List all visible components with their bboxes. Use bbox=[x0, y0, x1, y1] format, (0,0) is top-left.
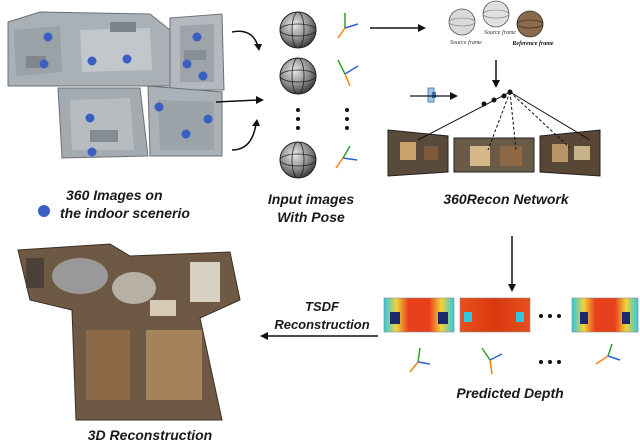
input-images-line1: Input images bbox=[267, 191, 355, 207]
network-frame-left bbox=[387, 129, 449, 177]
tsdf-line2: Reconstruction bbox=[274, 317, 370, 332]
reference-frame-thumb bbox=[516, 10, 544, 38]
scene-caption-line2: the indoor scenerio bbox=[60, 205, 190, 221]
floor-plan-pointcloud bbox=[7, 11, 225, 159]
input-images-caption: Input images With Pose bbox=[250, 190, 372, 226]
tsdf-line1: TSDF bbox=[305, 299, 339, 314]
camera-marker bbox=[154, 102, 164, 112]
source-frame-label-2: Source frame bbox=[484, 30, 516, 36]
input-sphere bbox=[279, 57, 317, 95]
ellipsis-dots bbox=[296, 108, 349, 130]
camera-marker bbox=[122, 54, 132, 64]
camera-marker bbox=[87, 147, 97, 157]
depth-map bbox=[571, 297, 639, 333]
camera-marker bbox=[87, 56, 97, 66]
network-rays bbox=[417, 89, 591, 151]
source-frame-label-1: Source frame bbox=[450, 40, 482, 46]
network-frame-center bbox=[453, 137, 535, 173]
ellipsis-dots bbox=[539, 314, 561, 364]
arrow-down-depth bbox=[508, 236, 516, 292]
camera-marker bbox=[198, 71, 208, 81]
camera-marker bbox=[39, 59, 49, 69]
camera-marker bbox=[192, 32, 202, 42]
camera-marker bbox=[85, 113, 95, 123]
reconstruction-3d-caption: 3D Reconstruction bbox=[87, 427, 213, 443]
arrow-down-network bbox=[492, 60, 500, 88]
camera-pose-icon bbox=[410, 87, 458, 103]
arrow-to-frames bbox=[370, 24, 426, 32]
input-images-line2: With Pose bbox=[277, 209, 345, 225]
camera-marker bbox=[203, 114, 213, 124]
legend-marker bbox=[38, 205, 50, 217]
source-frame-thumb bbox=[482, 0, 510, 28]
reference-frame-label: Reference frame bbox=[512, 41, 554, 47]
pose-axes bbox=[335, 13, 359, 169]
floorplan-arrows bbox=[215, 30, 264, 151]
pose-axes bbox=[409, 343, 621, 375]
tsdf-caption: TSDF Reconstruction bbox=[262, 298, 382, 334]
tsdf-arrow bbox=[260, 332, 378, 340]
predicted-depth-caption: Predicted Depth bbox=[456, 385, 564, 401]
camera-marker bbox=[182, 59, 192, 69]
scene-caption-line1: 360 Images on bbox=[66, 187, 163, 203]
input-sphere bbox=[279, 11, 317, 49]
scene-caption: 360 Images on the indoor scenerio bbox=[40, 186, 250, 222]
network-frame-right bbox=[539, 129, 601, 177]
reconstruction-3d-render bbox=[17, 243, 241, 421]
source-frame-thumb bbox=[448, 8, 476, 36]
input-sphere bbox=[279, 141, 317, 179]
depth-map bbox=[459, 297, 531, 333]
camera-marker bbox=[43, 32, 53, 42]
network-caption: 360Recon Network bbox=[443, 191, 569, 207]
camera-markers bbox=[39, 32, 213, 157]
depth-map bbox=[383, 297, 455, 333]
camera-marker bbox=[181, 129, 191, 139]
